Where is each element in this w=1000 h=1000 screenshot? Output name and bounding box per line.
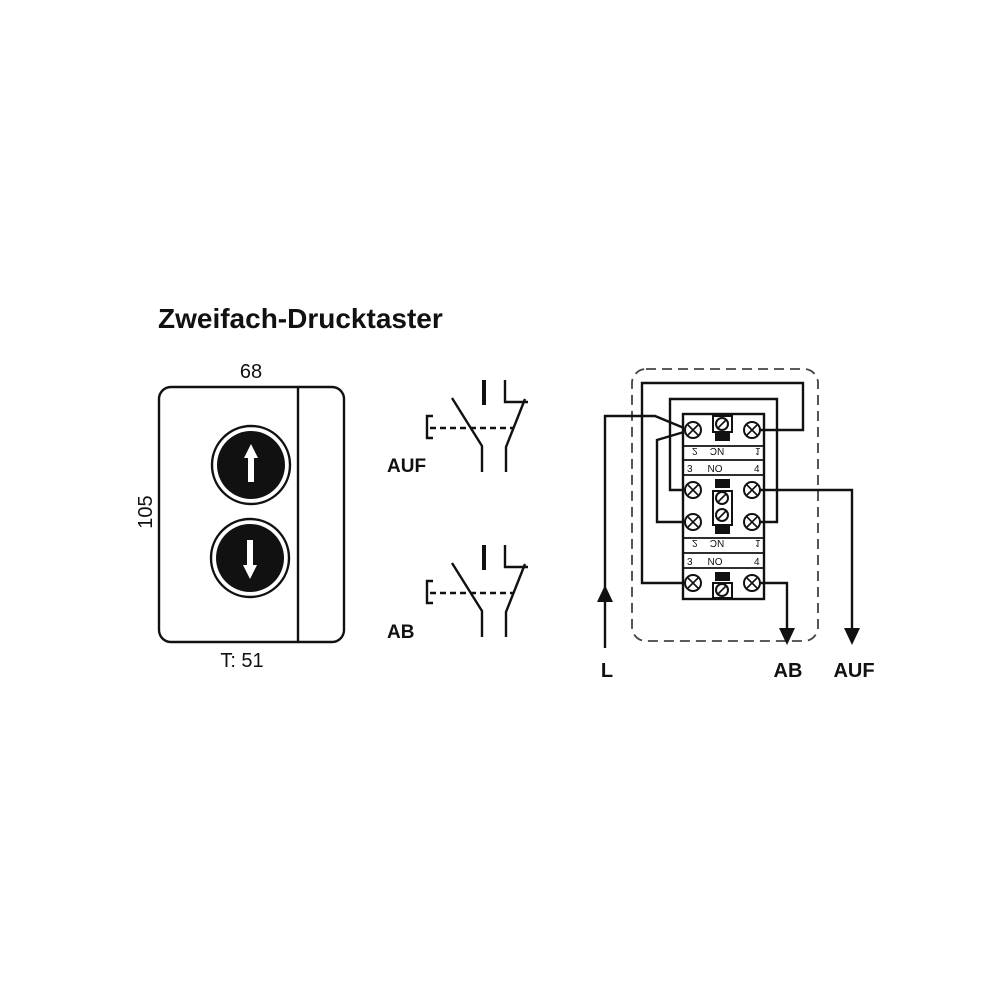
- arrow-up-icon: [244, 444, 258, 482]
- wire-ab-output: [760, 581, 789, 632]
- diagram-title: Zweifach-Drucktaster: [158, 303, 443, 334]
- no-terminal-3: 3: [687, 557, 693, 568]
- no-label: NO: [708, 464, 723, 475]
- label-l: L: [601, 660, 613, 682]
- no-terminal-3: 3: [687, 464, 693, 475]
- nc-label: NC: [710, 445, 724, 456]
- down-button: [209, 517, 291, 599]
- wire-l-input: [603, 414, 685, 648]
- arrow-down-icon: [243, 540, 257, 579]
- nc-label: NC: [710, 537, 724, 548]
- wire-bridge: [655, 430, 686, 524]
- wiring-diagram: 2 NC 1 3 NO 4 2 NC 1 3 NO 4: [597, 368, 875, 682]
- nc-terminal-2: 2: [692, 445, 698, 456]
- nc-terminal-2: 2: [692, 537, 698, 548]
- wire-auf-output: [760, 488, 854, 632]
- label-ab: AB: [774, 660, 803, 682]
- arrow-down-icon: [779, 628, 795, 645]
- switch-symbol-ab: AB: [387, 545, 528, 643]
- height-dimension: 105: [135, 495, 157, 528]
- wire-inner-loop: [668, 397, 779, 524]
- arrow-down-icon: [844, 628, 860, 645]
- nc-terminal-1: 1: [755, 445, 761, 456]
- depth-dimension: T: 51: [220, 650, 263, 672]
- enclosure-front-view: 68 105 T: 51: [135, 361, 346, 672]
- wire-outer-loop: [640, 381, 805, 585]
- width-dimension: 68: [240, 361, 262, 383]
- switch-symbol-auf: AUF: [387, 380, 528, 477]
- terminal-screws: [684, 421, 761, 592]
- center-screws: [712, 415, 733, 599]
- no-terminal-4: 4: [754, 464, 760, 475]
- switch-label-auf: AUF: [387, 456, 426, 477]
- no-label: NO: [708, 557, 723, 568]
- label-auf: AUF: [833, 660, 874, 682]
- arrow-up-icon: [597, 585, 613, 602]
- switch-label-ab: AB: [387, 622, 414, 643]
- no-terminal-4: 4: [754, 557, 760, 568]
- nc-terminal-1: 1: [755, 537, 761, 548]
- enclosure-outline: [157, 385, 346, 644]
- up-button: [210, 424, 292, 506]
